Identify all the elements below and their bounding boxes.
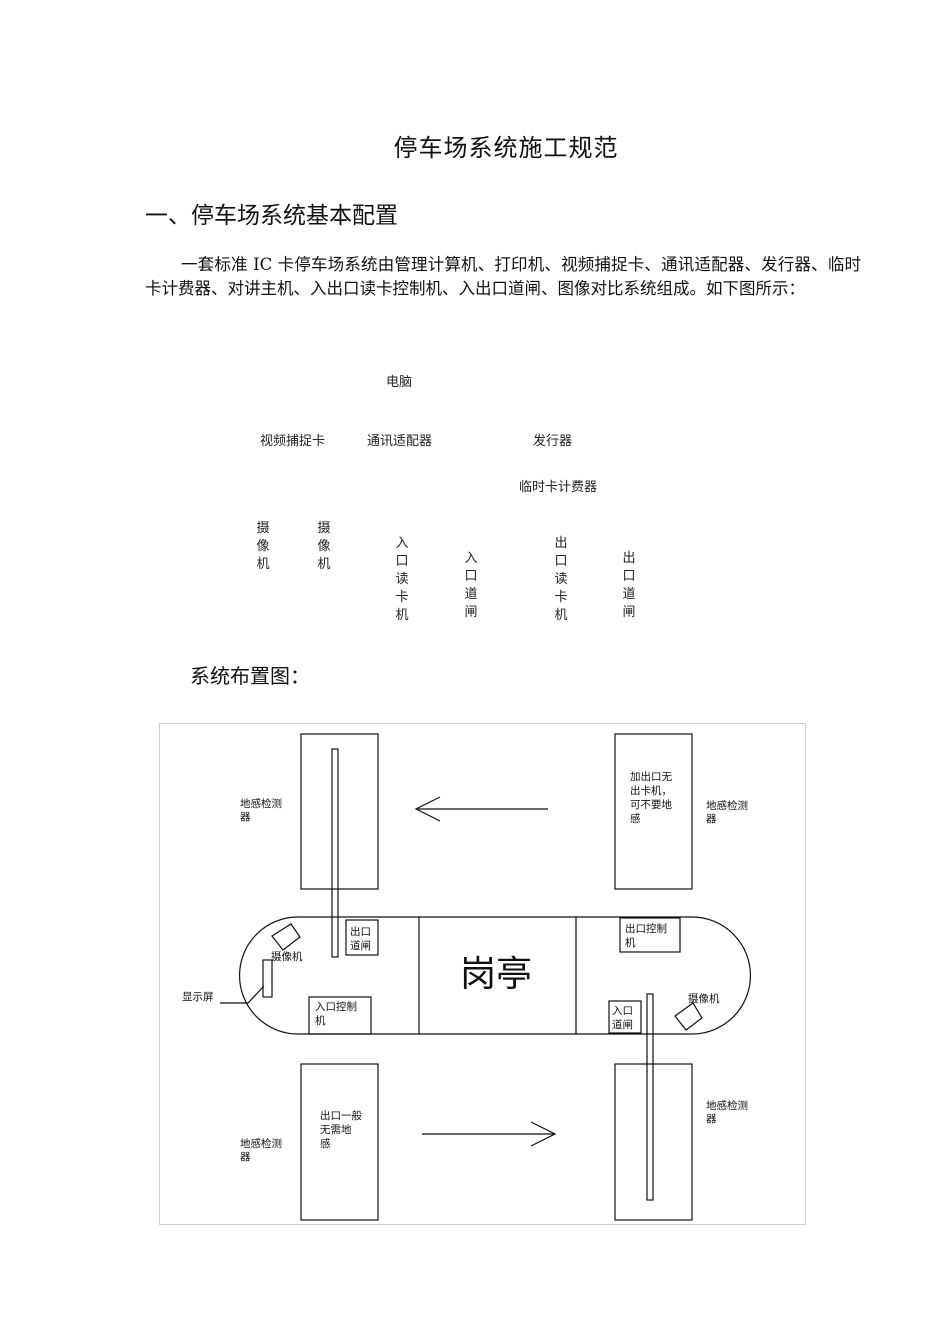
loop-detector-bottom-left-1: 地感检测 [240, 1137, 282, 1150]
label-video-card: 视频捕捉卡 [260, 434, 326, 449]
exit-controller-label-2: 机 [625, 936, 636, 949]
loop-box-bottom-left [300, 1063, 379, 1221]
loop-detector-bottom-right-2: 器 [706, 1113, 717, 1125]
entry-gate-label-2: 道闸 [612, 1018, 633, 1031]
loop-detector-top-left-2: 器 [240, 811, 251, 823]
entry-gate-bar [646, 993, 654, 1201]
label-entry-gate: 入口道闸 [464, 551, 478, 620]
camera-right-shape [674, 1002, 703, 1031]
loop-box-top-right [614, 733, 693, 890]
note-top-right-1: 加出口无 [630, 770, 672, 783]
exit-gate-bar [331, 748, 339, 958]
label-computer: 电脑 [386, 375, 413, 390]
entry-controller-label-1: 入口控制 [315, 1000, 357, 1013]
loop-detector-bottom-right-1: 地感检测 [706, 1099, 748, 1112]
camera-left-shape [271, 923, 301, 951]
exit-gate-box [345, 919, 379, 956]
loop-detector-top-left-1: 地感检测 [240, 797, 282, 810]
island-outline [238, 916, 752, 1035]
display-pointer [220, 985, 265, 1004]
display-label: 显示屏 [182, 991, 214, 1003]
label-adapter: 通讯适配器 [367, 434, 433, 449]
loop-detector-top-right-1: 地感检测 [706, 799, 748, 812]
exit-controller-label-1: 出口控制 [625, 922, 667, 935]
label-temp-card-billing: 临时卡计费器 [519, 480, 598, 495]
entry-controller-label-2: 机 [315, 1014, 326, 1027]
camera-right-label: 摄像机 [688, 992, 720, 1005]
note-bottom-left-3: 感 [320, 1137, 331, 1150]
arrow-bottom-head [530, 1121, 557, 1147]
booth-label: 岗亭 [460, 954, 532, 995]
note-top-right-3: 可不要地 [630, 798, 672, 811]
camera-left-label: 摄像机 [271, 950, 303, 963]
entry-gate-label-1: 入口 [612, 1005, 633, 1017]
section-heading-layout: 系统布置图： [190, 664, 310, 688]
loop-detector-top-right-2: 器 [706, 813, 717, 825]
loop-detector-bottom-left-2: 器 [240, 1151, 251, 1163]
label-issuer: 发行器 [533, 434, 573, 449]
exit-controller-box [619, 917, 681, 953]
label-exit-gate: 出口道闸 [622, 551, 636, 620]
note-bottom-left-2: 无需地 [320, 1123, 352, 1136]
section-heading-basic-config: 一、停车场系统基本配置 [145, 203, 398, 229]
note-top-right-2: 出卡机， [630, 784, 672, 797]
layout-diagram: 岗亭 地感检测 器 地感检测 器 地感检测 器 地感检测 器 加出口无 出卡机，… [159, 723, 806, 1225]
exit-gate-label-2: 道闸 [350, 939, 371, 952]
entry-gate-box [608, 1000, 642, 1034]
display-screen [262, 959, 273, 998]
label-camera-1: 摄像机 [256, 521, 270, 572]
entry-controller-box [308, 996, 372, 1035]
config-paragraph: 一套标准 IC 卡停车场系统由管理计算机、打印机、视频捕捉卡、通讯适配器、发行器… [145, 255, 861, 298]
label-entry-reader: 入口读卡机 [395, 536, 409, 623]
exit-gate-label-1: 出口 [350, 925, 371, 938]
note-top-right-4: 感 [630, 812, 641, 825]
page-title: 停车场系统施工规范 [393, 134, 619, 162]
note-bottom-left-1: 出口一般 [320, 1109, 362, 1122]
label-exit-reader: 出口读卡机 [554, 536, 568, 623]
label-camera-2: 摄像机 [317, 521, 331, 572]
arrow-top-head [414, 796, 441, 822]
layout-diagram-svg: 岗亭 地感检测 器 地感检测 器 地感检测 器 地感检测 器 加出口无 出卡机，… [182, 733, 752, 1221]
loop-box-top-left [300, 733, 379, 890]
